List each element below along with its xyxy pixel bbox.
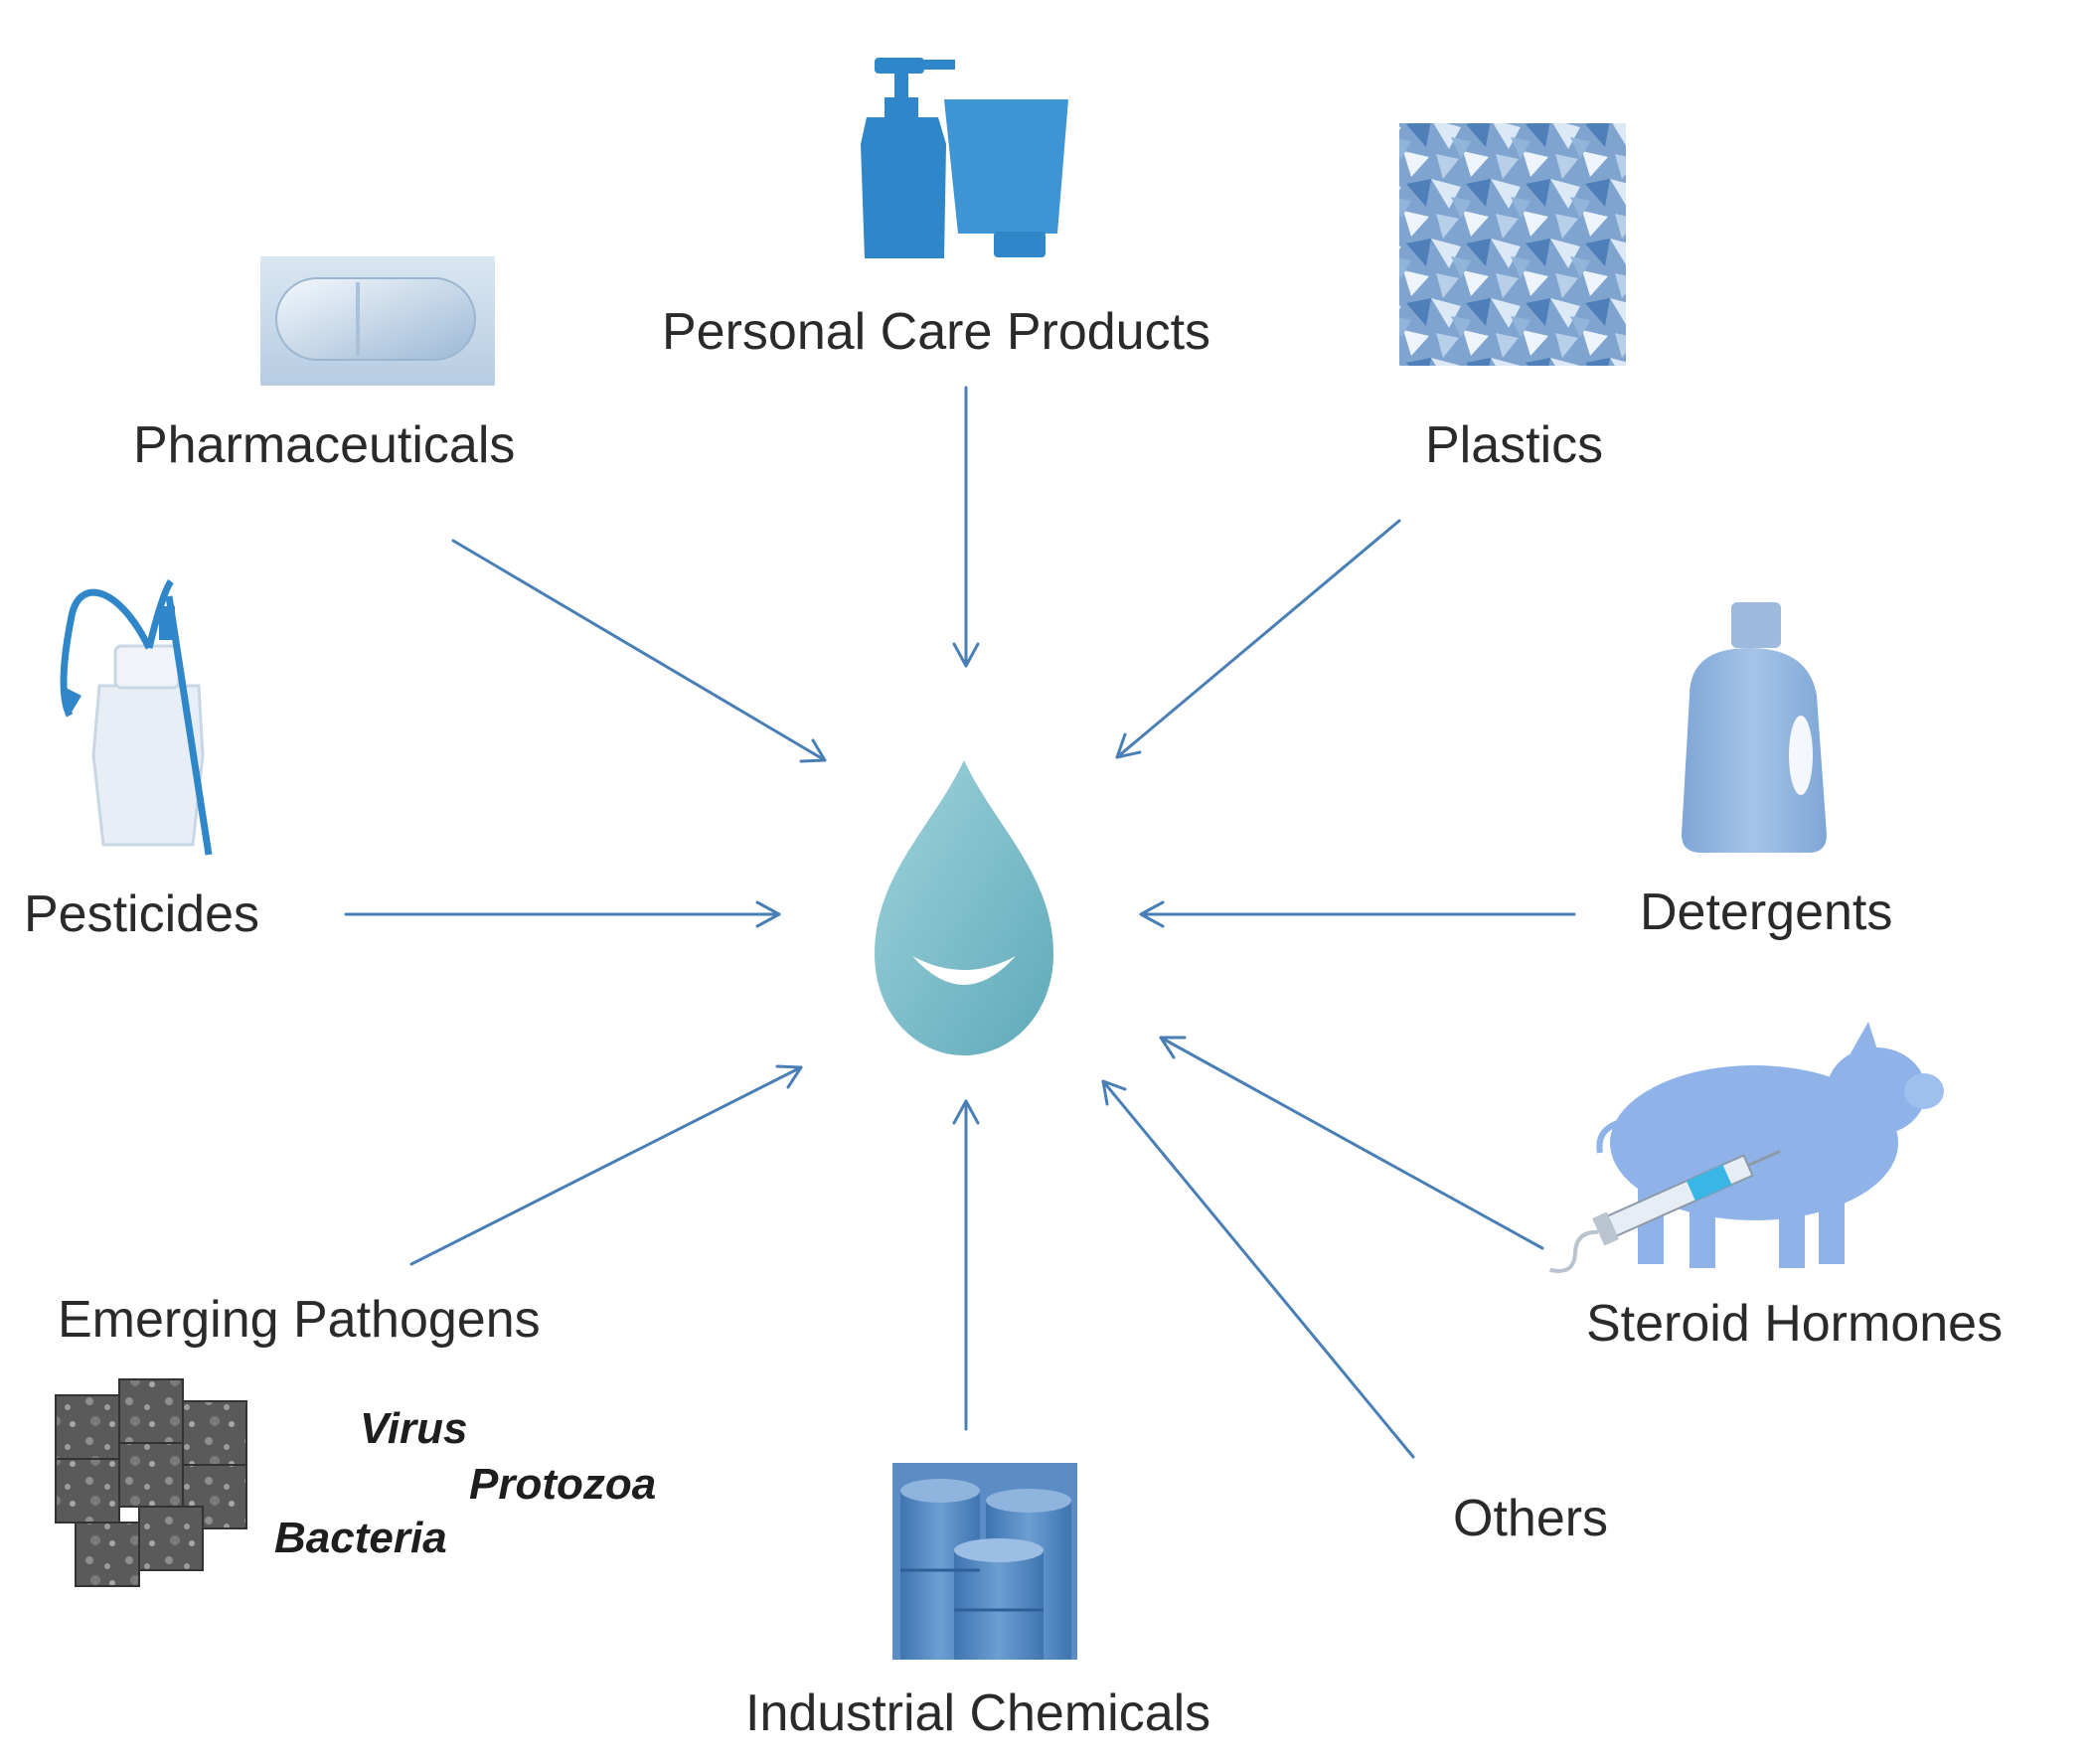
label-virus: Virus bbox=[360, 1404, 468, 1453]
water-drop-icon bbox=[875, 760, 1053, 1055]
arrow-detergents bbox=[1139, 900, 1576, 928]
pill-icon bbox=[260, 256, 495, 386]
arrow-industrial-chemicals bbox=[952, 1099, 980, 1431]
label-bacteria: Bacteria bbox=[274, 1514, 447, 1562]
detergent-jug-icon bbox=[1682, 602, 1827, 853]
microbe-grid-icon bbox=[55, 1378, 247, 1587]
label-pesticides: Pesticides bbox=[24, 885, 259, 943]
label-protozoa: Protozoa bbox=[469, 1460, 657, 1509]
label-emerging-pathogens: Emerging Pathogens bbox=[58, 1291, 541, 1349]
label-personal-care: Personal Care Products bbox=[662, 303, 1211, 361]
label-plastics: Plastics bbox=[1425, 416, 1604, 474]
arrow-plastics bbox=[1115, 519, 1401, 759]
label-industrial-chemicals: Industrial Chemicals bbox=[745, 1684, 1211, 1742]
pig-syringe-icon bbox=[1549, 1022, 1944, 1273]
chemical-drums-icon bbox=[892, 1463, 1077, 1660]
label-steroid-hormones: Steroid Hormones bbox=[1586, 1295, 2004, 1353]
arrow-others bbox=[1101, 1079, 1415, 1459]
lotion-bottles-icon bbox=[861, 58, 1068, 258]
plastic-flakes-icon bbox=[1399, 123, 1626, 366]
arrow-pesticides bbox=[344, 900, 781, 928]
arrow-personal-care bbox=[952, 386, 980, 668]
arrow-steroid-hormones bbox=[1159, 1036, 1544, 1250]
label-others: Others bbox=[1453, 1490, 1609, 1547]
arrow-emerging-pathogens bbox=[409, 1064, 803, 1266]
arrow-pharmaceuticals bbox=[451, 539, 827, 763]
label-detergents: Detergents bbox=[1640, 883, 1893, 941]
label-pharmaceuticals: Pharmaceuticals bbox=[133, 416, 516, 474]
sprayer-icon bbox=[60, 578, 213, 856]
